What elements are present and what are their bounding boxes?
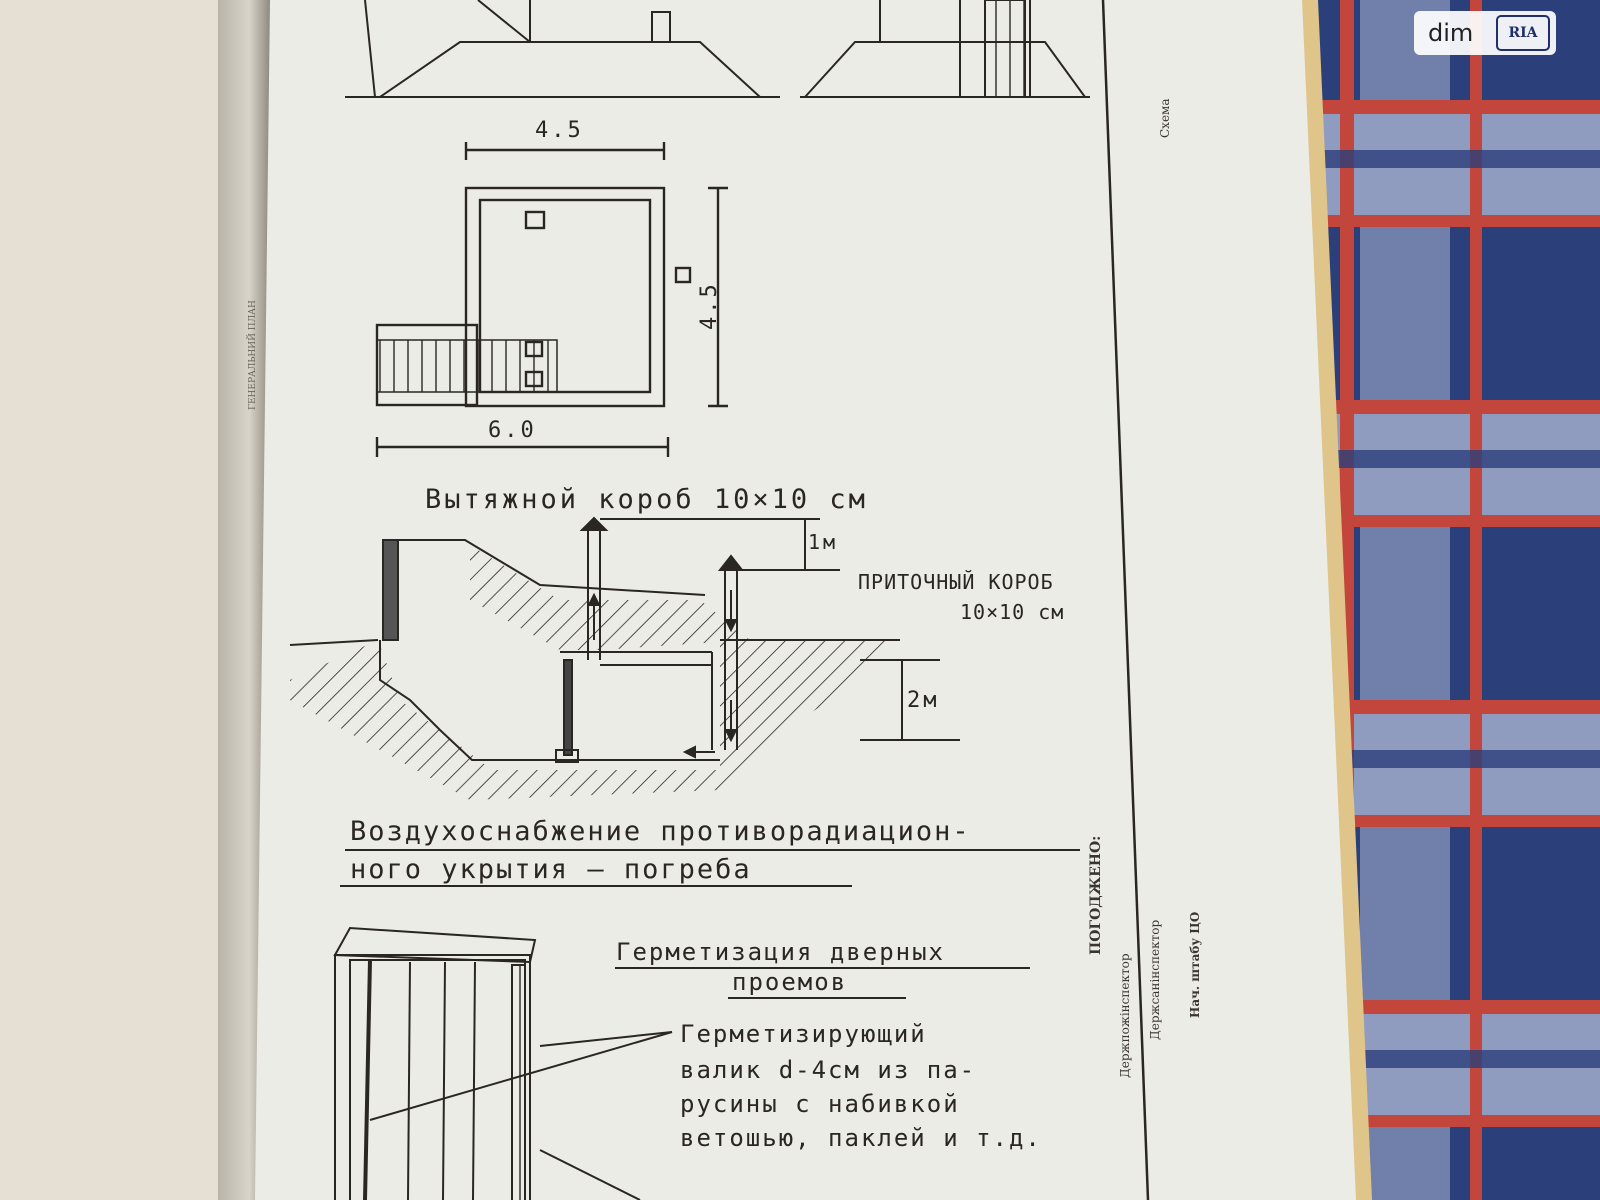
fire-inspector-label: Держпожінспектор <box>1118 953 1132 1078</box>
watermark-brand: dim <box>1428 19 1474 47</box>
ria-logo-icon: RIA <box>1496 15 1550 51</box>
height-2m-label: 2м <box>907 688 940 713</box>
ventilation-section <box>289 516 960 800</box>
plan-dim-top: 4.5 <box>535 118 584 143</box>
cellar-plan <box>375 142 728 457</box>
elevation-sketch <box>345 0 1090 98</box>
caption-line-2: ного укрытия – погреба <box>350 854 752 885</box>
supply-duct-label-1: ПРИТОЧНЫЙ КОРОБ <box>858 570 1054 594</box>
door-sketch <box>333 926 673 1200</box>
door-title-line-2: проемов <box>732 968 848 996</box>
door-title-line-1: Герметизация дверных <box>616 938 945 966</box>
exhaust-duct-label: Вытяжной короб 10×10 см <box>425 484 868 515</box>
height-1m-label: 1м <box>808 530 839 554</box>
supply-duct-label-2: 10×10 см <box>960 600 1065 624</box>
spine-text: ГЕНЕРАЛЬНИЙ ПЛАН <box>248 300 258 410</box>
dim-ria-watermark: dim RIA <box>1414 11 1556 55</box>
scheme-top-note: Схема <box>1158 98 1172 138</box>
caption-line-1: Воздухоснабжение противорадиацион- <box>350 816 971 847</box>
door-note-line-4: ветошью, паклей и т.д. <box>680 1124 1042 1152</box>
civil-defense-staff-label: Нач. штабу ЦО <box>1188 911 1202 1018</box>
door-note-line-1: Герметизирующий <box>680 1020 927 1048</box>
plan-dim-bottom: 6.0 <box>488 418 537 443</box>
plan-dim-right: 4.5 <box>697 281 722 330</box>
door-note-line-3: русины с набивкой <box>680 1090 960 1118</box>
approval-signature: ПОГОДЖЕНО: <box>1088 835 1104 955</box>
sanitary-inspector-label: Держсанінспектор <box>1148 919 1162 1040</box>
door-note-line-2: валик d-4см из па- <box>680 1056 977 1084</box>
